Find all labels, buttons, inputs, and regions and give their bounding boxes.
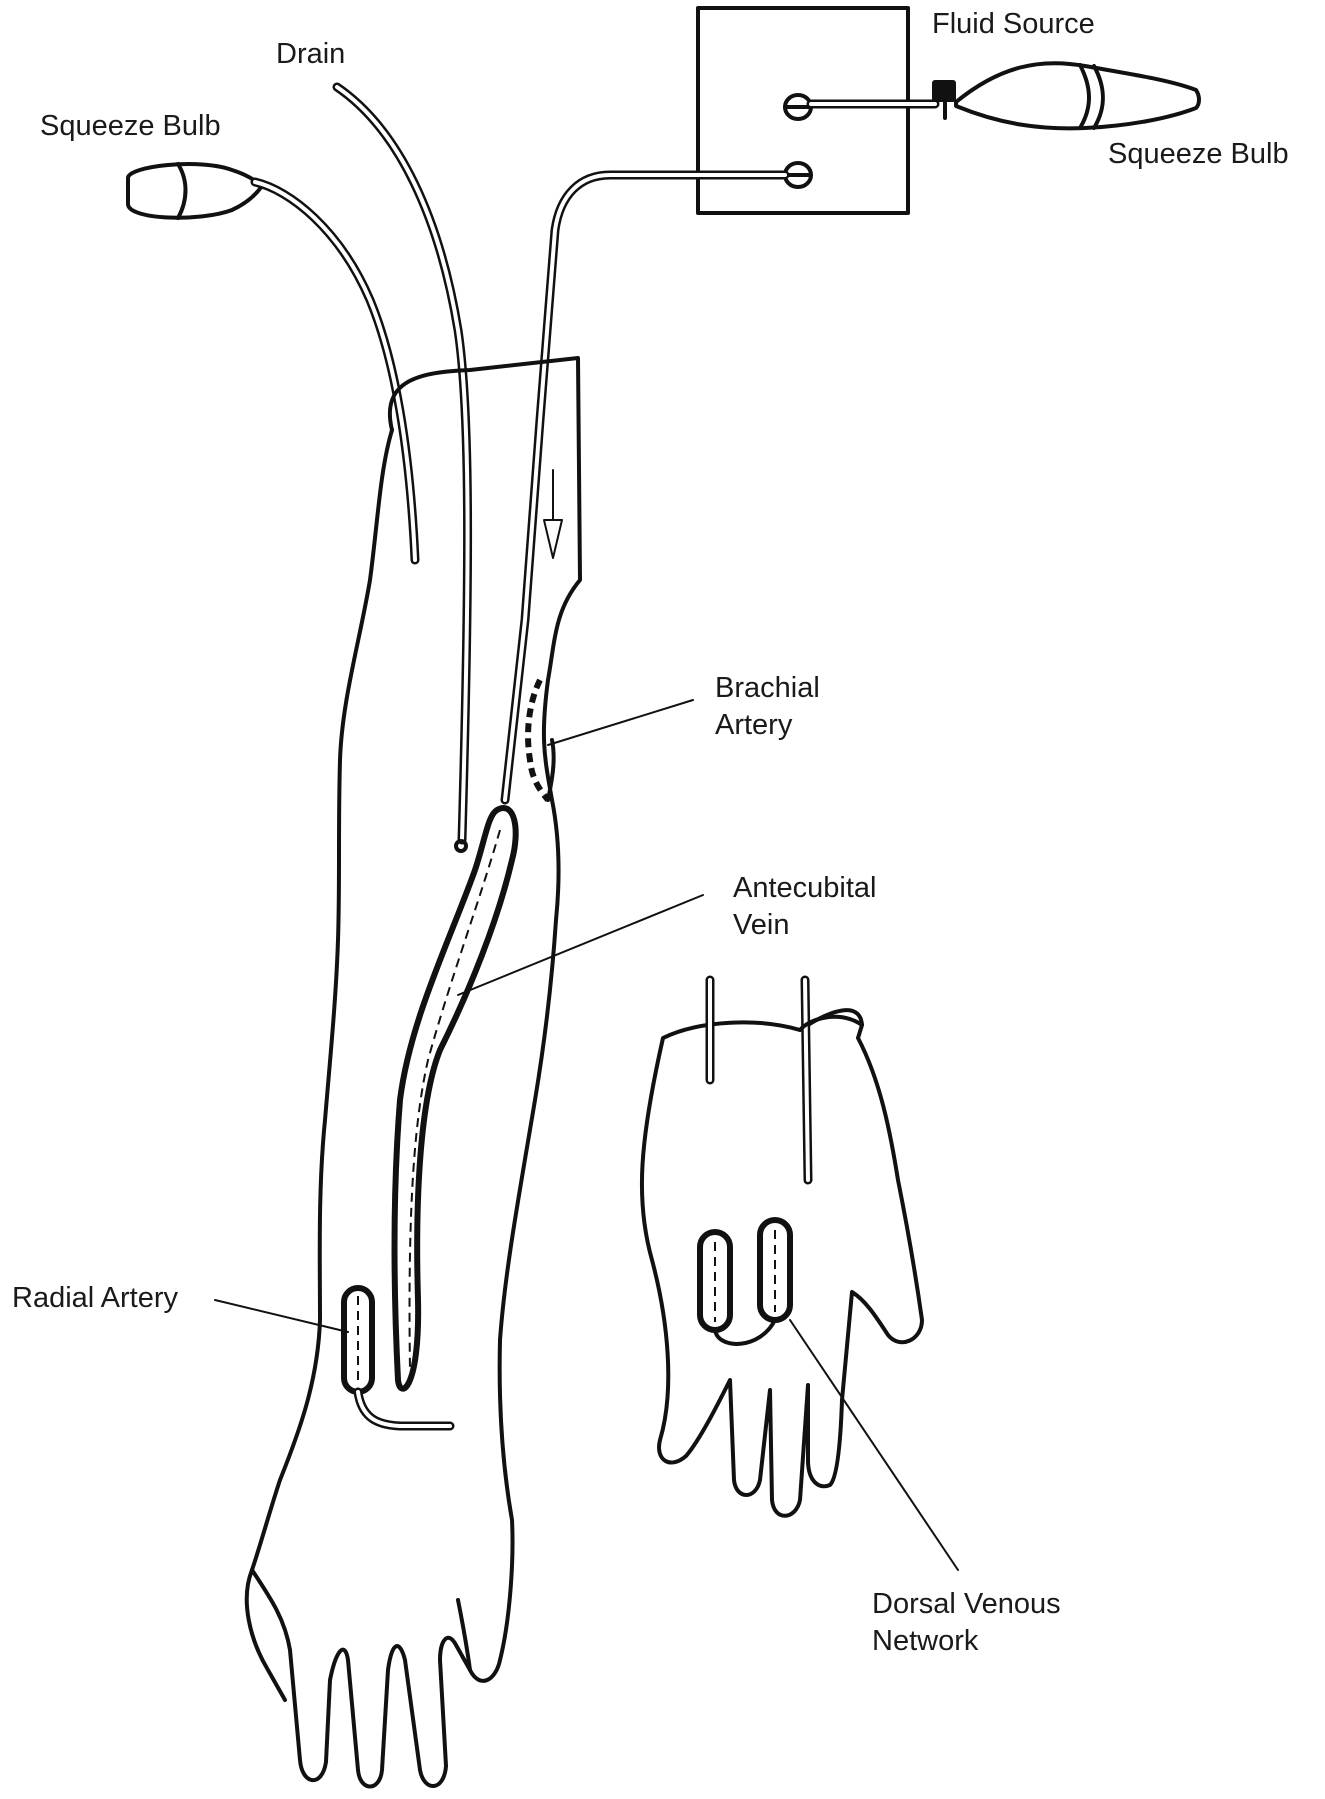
antecubital-vein-vessel <box>395 808 516 1389</box>
leader-dorsal-venous-network <box>790 1320 958 1570</box>
drain-tube <box>337 87 468 851</box>
leader-brachial-artery <box>548 700 693 745</box>
label-antecubital-vein-line1: Antecubital <box>733 870 877 907</box>
squeeze-bulb-right <box>811 63 1199 128</box>
label-brachial-artery: Brachial Artery <box>715 670 820 744</box>
leader-lines <box>215 700 958 1570</box>
squeeze-bulb-left <box>128 164 415 560</box>
hand-dorsal-view <box>642 980 922 1516</box>
label-squeeze-bulb-left: Squeeze Bulb <box>40 108 221 145</box>
label-brachial-artery-line2: Artery <box>715 707 820 744</box>
label-drain: Drain <box>276 36 345 73</box>
label-dorsal-venous-network-line2: Network <box>872 1623 1061 1660</box>
label-dorsal-venous-network: Dorsal Venous Network <box>872 1586 1061 1660</box>
fluid-source-box <box>698 8 908 213</box>
label-antecubital-vein-line2: Vein <box>733 907 877 944</box>
label-squeeze-bulb-right: Squeeze Bulb <box>1108 136 1289 173</box>
label-brachial-artery-line1: Brachial <box>715 670 820 707</box>
label-radial-artery: Radial Artery <box>12 1280 178 1317</box>
label-antecubital-vein: Antecubital Vein <box>733 870 877 944</box>
label-dorsal-venous-network-line1: Dorsal Venous <box>872 1586 1061 1623</box>
flow-arrow-icon <box>544 470 562 558</box>
leader-radial-artery <box>215 1300 348 1332</box>
label-fluid-source: Fluid Source <box>932 6 1095 43</box>
